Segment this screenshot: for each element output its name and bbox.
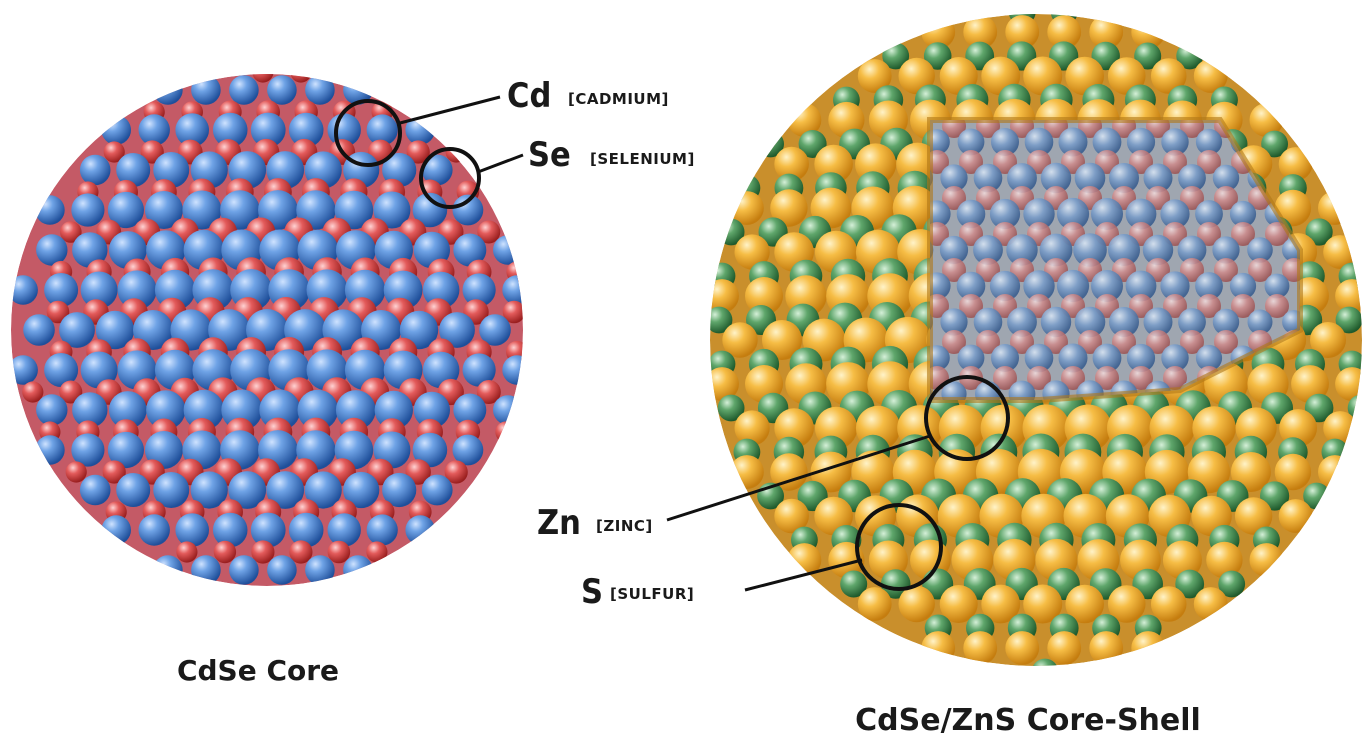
cadmium-atom	[328, 513, 361, 546]
cadmium-atom	[139, 514, 170, 545]
selenium-atom	[516, 381, 537, 402]
selenium-atom	[328, 541, 351, 564]
sulfur-atom	[1151, 586, 1187, 622]
cadmium-atom	[8, 275, 38, 305]
cadmium-atom	[1231, 58, 1255, 82]
selenium-atom	[495, 421, 516, 442]
label-s-name: [SULFUR]	[610, 585, 694, 603]
sulfur-atom	[899, 586, 935, 622]
selenium-atom	[252, 61, 273, 82]
cadmium-atom	[422, 475, 453, 506]
sulfur-atom	[1089, 631, 1123, 665]
cadmium-atom	[229, 555, 259, 585]
cadmium-atom	[80, 475, 111, 506]
cadmium-atom	[8, 355, 38, 385]
cadmium-atom	[153, 555, 183, 585]
cadmium-atom	[191, 75, 221, 105]
zinc-atom	[1032, 659, 1059, 686]
cadmium-atom	[213, 513, 248, 548]
cadmium-atom	[367, 514, 398, 545]
selenium-atom	[176, 541, 197, 562]
cadmium-atom	[71, 193, 104, 226]
label-se-symbol: Se	[528, 135, 571, 175]
sulfur-atom	[921, 631, 955, 665]
cadmium-atom	[1299, 58, 1323, 82]
selenium-atom	[214, 541, 236, 563]
cadmium-atom	[101, 515, 131, 545]
label-zn-symbol: Zn	[537, 503, 581, 543]
leader-line-cd	[400, 97, 500, 123]
selenium-atom	[290, 61, 311, 82]
label-cd-symbol: Cd	[507, 76, 551, 116]
cadmium-atom	[305, 555, 335, 585]
selenium-atom	[366, 541, 387, 562]
cadmium-atom	[153, 75, 183, 105]
cdse-zns-core-shell-sphere	[705, 0, 1364, 685]
cadmium-atom	[35, 435, 65, 465]
cdse-core-sphere	[8, 61, 537, 586]
cadmium-atom	[267, 75, 297, 105]
sulfur-atom	[730, 455, 764, 489]
sulfur-atom	[858, 587, 892, 621]
selenium-atom	[1282, 42, 1306, 66]
cadmium-atom	[305, 75, 335, 105]
selenium-atom	[1316, 42, 1340, 66]
cadmium-atom	[35, 195, 65, 225]
sulfur-atom	[1047, 631, 1081, 665]
sulfur-atom	[1279, 499, 1313, 533]
sulfur-atom	[1131, 631, 1165, 665]
label-se-name: [SELENIUM]	[590, 150, 695, 168]
selenium-atom	[1248, 42, 1272, 66]
cadmium-atom	[36, 234, 67, 265]
selenium-atom	[1299, 78, 1323, 102]
cadmium-atom	[36, 394, 67, 425]
cadmium-atom	[1299, 130, 1323, 154]
cadmium-atom	[1265, 58, 1289, 82]
selenium-atom	[495, 181, 516, 202]
cadmium-atom	[191, 555, 221, 585]
cadmium-atom	[229, 75, 259, 105]
cadmium-atom	[502, 275, 532, 305]
cadmium-atom	[502, 355, 532, 385]
cadmium-atom	[116, 473, 150, 507]
cadmium-atom	[343, 555, 373, 585]
selenium-atom	[484, 461, 505, 482]
cadmium-atom	[23, 314, 55, 346]
cadmium-atom	[267, 555, 297, 585]
label-s-symbol: S	[581, 572, 603, 612]
cadmium-atom	[80, 155, 111, 186]
selenium-atom	[1214, 42, 1238, 66]
cadmium-atom	[175, 513, 209, 547]
cadmium-atom	[493, 235, 523, 265]
label-zn-name: [ZINC]	[596, 517, 653, 535]
sulfur-atom	[1250, 543, 1284, 577]
label-cd-name: [CADMIUM]	[568, 90, 669, 108]
selenium-atom	[516, 221, 537, 242]
selenium-atom	[1265, 78, 1289, 102]
sulfur-atom	[963, 631, 997, 665]
selenium-atom	[1316, 114, 1340, 138]
cadmium-atom	[493, 395, 523, 425]
caption-core-shell: CdSe/ZnS Core-Shell	[855, 703, 1201, 738]
callout-labels: Cd [CADMIUM] Se [SELENIUM] Zn [ZINC] S […	[507, 76, 695, 612]
sulfur-atom	[1318, 455, 1352, 489]
sulfur-atom	[1194, 587, 1228, 621]
cadmium-atom	[101, 115, 131, 145]
cadmium-atom	[1282, 94, 1306, 118]
selenium-atom	[66, 461, 87, 482]
cadmium-atom	[405, 515, 435, 545]
caption-core: CdSe Core	[177, 654, 339, 687]
leader-line-se	[478, 155, 523, 172]
sulfur-atom	[1005, 631, 1039, 665]
